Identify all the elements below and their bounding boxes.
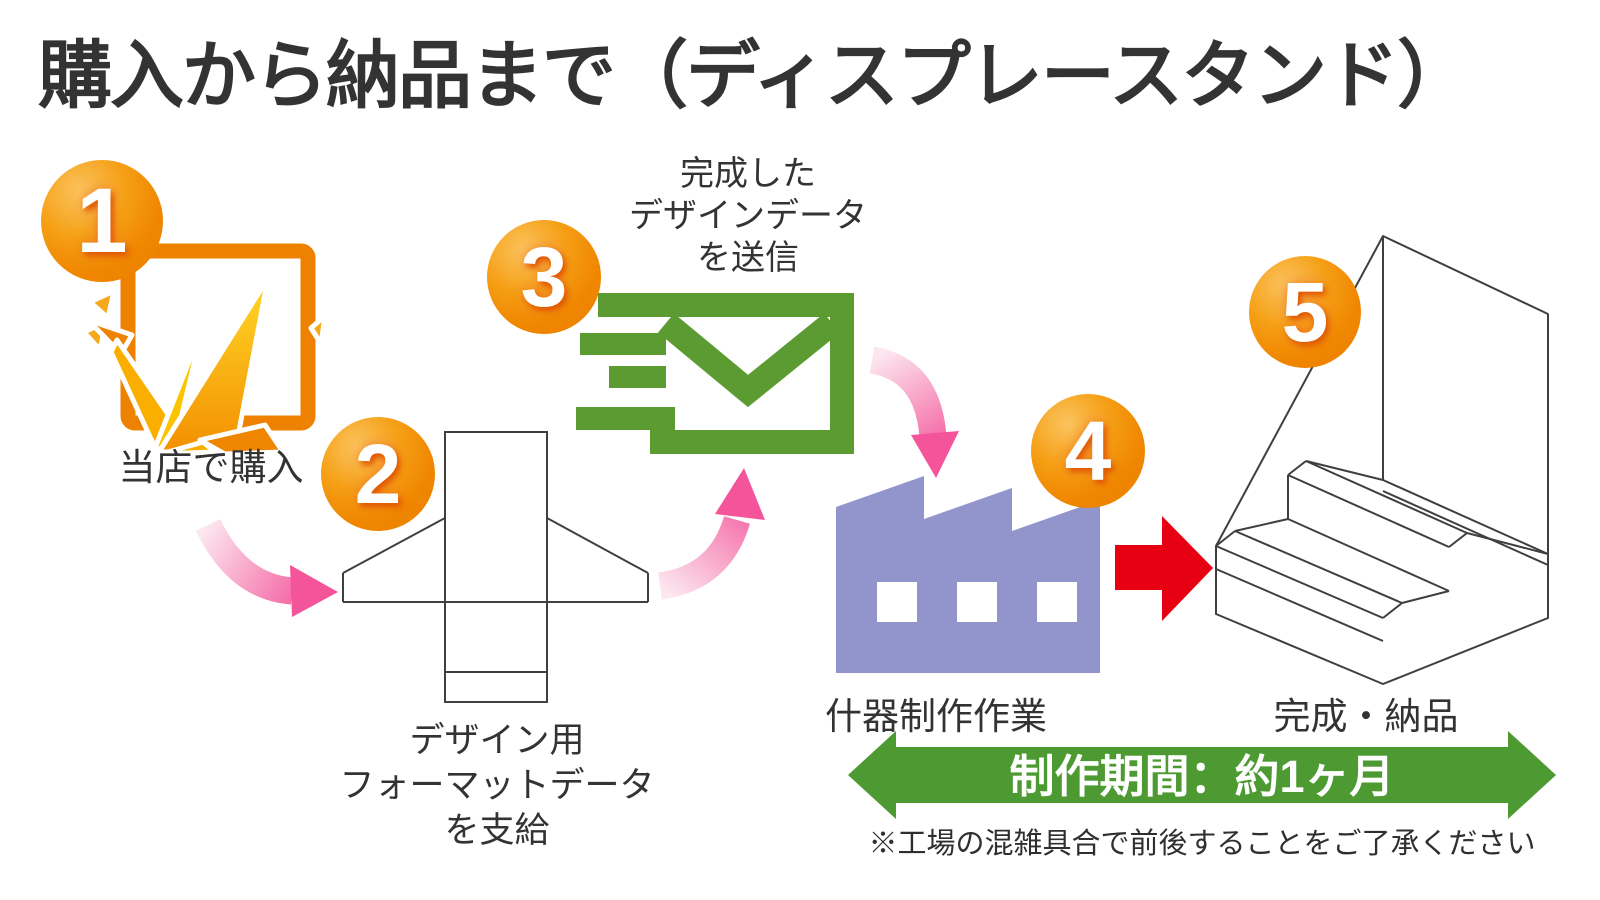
production-period-label: 制作期間：約1ヶ月 [1009,750,1395,802]
step-4-badge: 4 [1031,394,1145,508]
step-4-label: 什器制作作業 [825,696,1047,737]
flow-arrow-1-2-icon [195,518,338,617]
step-4-number: 4 [1064,404,1112,498]
timeline-note: ※工場の混雑具合で前後することをご了承ください [868,828,1536,860]
step-5-label: 完成・納品 [1273,696,1459,737]
step-1-badge: 1 [41,160,163,282]
step-5-number: 5 [1281,265,1329,359]
step-1-label: 当店で購入 [118,447,304,488]
step-2-number: 2 [354,427,402,521]
flow-arrow-2-3-icon [657,468,765,600]
display-stand-icon [1215,235,1549,685]
step-3-label: 完成した デザインデータ を送信 [629,155,867,277]
step-2-badge: 2 [321,417,435,531]
step-1-number: 1 [76,170,128,272]
double-arrow-icon [848,731,1556,819]
flow-arrow-3-4-icon [869,346,959,478]
step-3-badge: 3 [487,220,601,334]
step-5-badge: 5 [1249,256,1361,368]
origami-crane-logo-icon [81,243,325,455]
flow-arrow-4-5-icon [1115,516,1213,621]
page-title: 購入から納品まで（ディスプレースタンド） [38,34,1471,117]
diecut-template-icon [342,431,649,703]
production-period-banner: 制作期間：約1ヶ月 [846,729,1558,821]
step-2-label: デザイン用 フォーマットデータ を支給 [339,721,655,850]
sending-envelope-icon [576,293,854,454]
factory-icon [836,476,1100,673]
step-3-number: 3 [520,230,568,324]
